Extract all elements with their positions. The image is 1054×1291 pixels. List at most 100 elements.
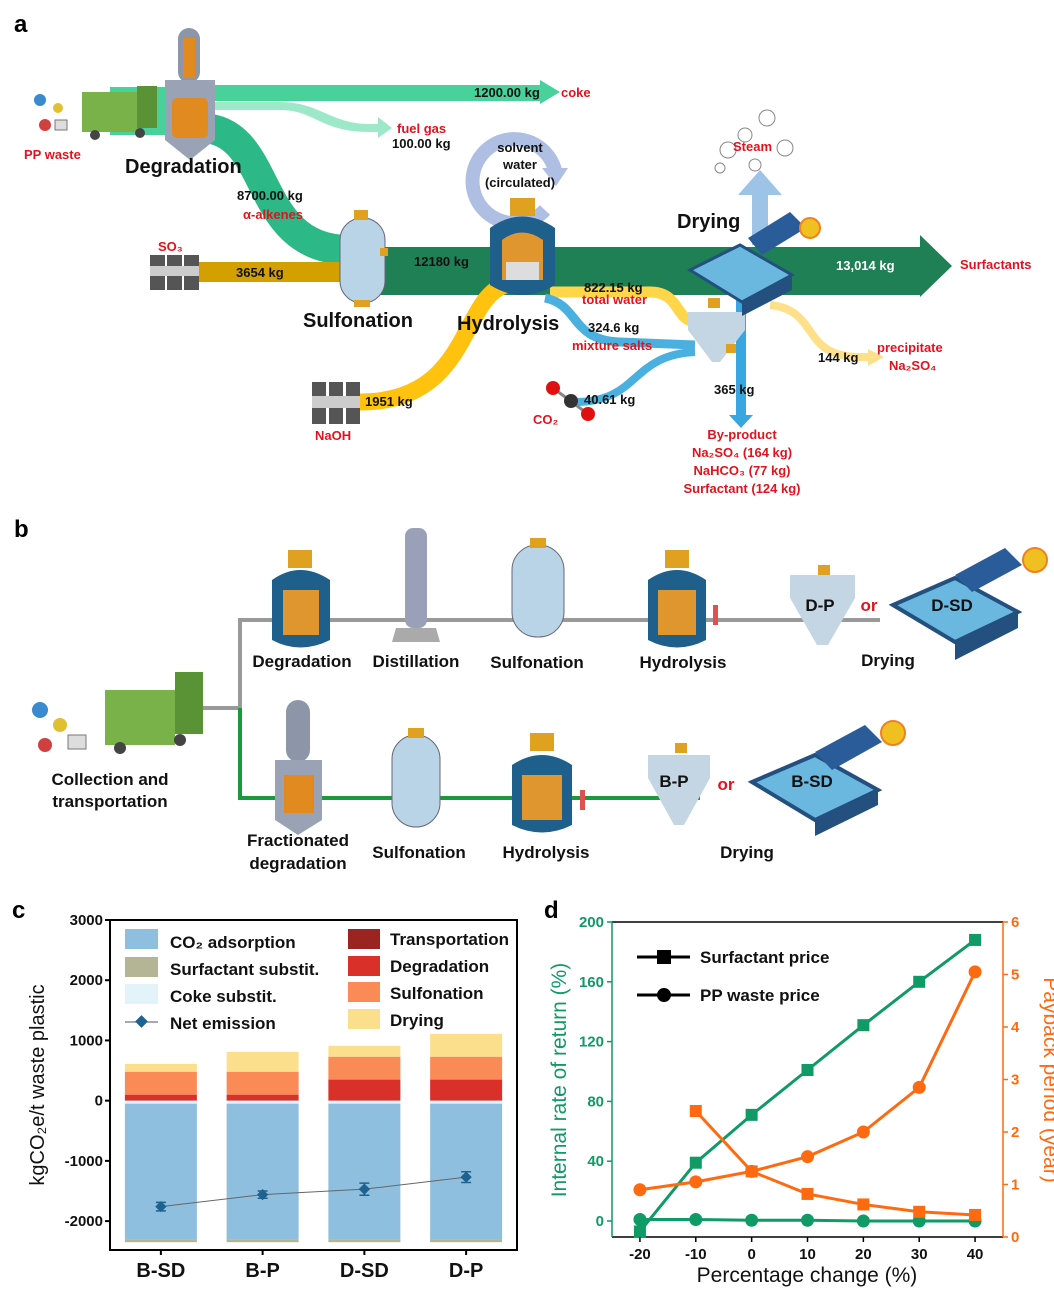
legend-label: Drying [390, 1011, 444, 1030]
top-drying-label: Drying [861, 651, 915, 670]
top-distillation-label: Distillation [373, 652, 460, 671]
legend-label: Degradation [390, 957, 489, 976]
data-point-square [969, 1208, 982, 1221]
net-emission-point [256, 1188, 269, 1201]
data-point-circle [801, 1150, 814, 1164]
separator-cone-icon [790, 565, 855, 645]
bottom-sulfonation-label: Sulfonation [372, 843, 465, 862]
legend-marker [135, 1015, 148, 1028]
right-y-tick-label: 1 [1011, 1177, 1019, 1194]
collection-label-line: transportation [52, 792, 167, 811]
bar-segment [430, 1056, 503, 1080]
waste-truck-icon [34, 86, 157, 140]
hydrolysis-reactor-icon [648, 550, 718, 648]
top-or-label: or [861, 596, 878, 615]
legend-swatch [348, 956, 380, 976]
bar-segment [226, 1103, 299, 1240]
sulfonation-vessel-icon [391, 728, 441, 828]
x-tick-label: 10 [799, 1246, 816, 1263]
data-point-circle [912, 1080, 926, 1094]
dsd-label: D-SD [931, 596, 973, 615]
alkenes-amount: 8700.00 kg [237, 188, 303, 203]
sulfonation-vessel-icon [511, 538, 565, 638]
fuel-gas-label: fuel gas [397, 121, 446, 136]
naoh-flow [359, 276, 509, 411]
fuel-gas-amount: 100.00 kg [392, 136, 451, 151]
byproduct-line: Surfactant (124 kg) [683, 481, 800, 496]
x-tick-label: D-P [449, 1260, 483, 1282]
bsd-label: B-SD [791, 772, 833, 791]
coke-flow-arrow [190, 80, 560, 104]
top-sulfonation-label: Sulfonation [490, 653, 583, 672]
d-left-axis-label: Internal rate of return (%) [548, 963, 571, 1198]
bar-segment [430, 1239, 503, 1243]
panel-b-label: b [14, 516, 29, 543]
x-tick-label: B-SD [136, 1260, 185, 1282]
data-point-circle [801, 1213, 814, 1227]
pp-waste-label: PP waste [24, 147, 81, 162]
hydrolysis-reactor-icon [490, 198, 555, 295]
steam-cloud-icon [714, 109, 794, 174]
precipitate-amount: 144 kg [818, 350, 859, 365]
bar-segment [124, 1103, 197, 1240]
panel-a: a [14, 11, 1032, 496]
x-tick-label: 20 [855, 1246, 872, 1263]
legend-label: Sulfonation [390, 984, 483, 1003]
bottom-or-label: or [718, 775, 735, 794]
alkenes-flow [198, 113, 351, 265]
precipitate-label: precipitate [877, 340, 943, 355]
water-amount: 822.15 kg [584, 280, 643, 295]
panel-c-label: c [12, 897, 25, 924]
y-tick-label: 1000 [70, 1032, 103, 1049]
steam-label: Steam [733, 139, 772, 154]
y-tick-label: -1000 [65, 1153, 103, 1170]
fractionated-degradation-reactor-icon [275, 700, 322, 835]
hydrolysis-label: Hydrolysis [457, 313, 559, 335]
bar-segment [226, 1100, 299, 1104]
bp-label: B-P [659, 772, 688, 791]
x-tick-label: 40 [967, 1246, 984, 1263]
data-point-circle [856, 1214, 870, 1228]
left-y-tick-label: 160 [579, 974, 604, 991]
x-tick-label: -20 [629, 1246, 651, 1263]
d-x-axis-label: Percentage change (%) [697, 1264, 918, 1287]
legend-label: Coke substit. [170, 987, 277, 1006]
net-emission-point [358, 1183, 371, 1195]
so3-drums-icon [150, 255, 199, 290]
x-tick-label: -10 [685, 1246, 707, 1263]
right-y-tick-label: 3 [1011, 1072, 1019, 1089]
right-y-tick-label: 4 [1011, 1019, 1020, 1036]
legend-square-marker [657, 950, 671, 964]
data-point-circle [633, 1213, 647, 1227]
c-legend: CO₂ adsorption Surfactant substit. Coke … [125, 929, 509, 1033]
bar-segment [328, 1239, 401, 1243]
co2-molecule-icon [546, 381, 595, 421]
net-emission-point [460, 1171, 472, 1183]
waste-truck-icon [32, 672, 203, 754]
y-tick-label: 0 [95, 1093, 103, 1110]
legend-swatch [125, 929, 158, 949]
distillation-column-icon [392, 528, 440, 642]
bar-segment [124, 1094, 197, 1101]
naoh-amount: 1951 kg [365, 394, 413, 409]
legend-swatch [348, 982, 380, 1002]
data-point-square [801, 1187, 814, 1200]
precipitate-flow-arrow [769, 301, 870, 361]
product-amount: 13,014 kg [836, 258, 895, 273]
left-y-tick-label: 0 [596, 1213, 604, 1230]
bar-segment [328, 1100, 401, 1104]
degradation-reactor-icon [272, 550, 330, 648]
y-tick-label: -2000 [65, 1213, 103, 1230]
right-y-tick-label: 0 [1011, 1229, 1019, 1246]
data-point-circle [633, 1183, 647, 1197]
series-line [694, 1109, 976, 1217]
data-point-square [969, 933, 982, 946]
d-right-axis-label: Payback period (year) [1039, 977, 1054, 1182]
bar-segment [226, 1094, 299, 1101]
bar-segment [226, 1239, 299, 1243]
x-tick-label: 30 [911, 1246, 928, 1263]
